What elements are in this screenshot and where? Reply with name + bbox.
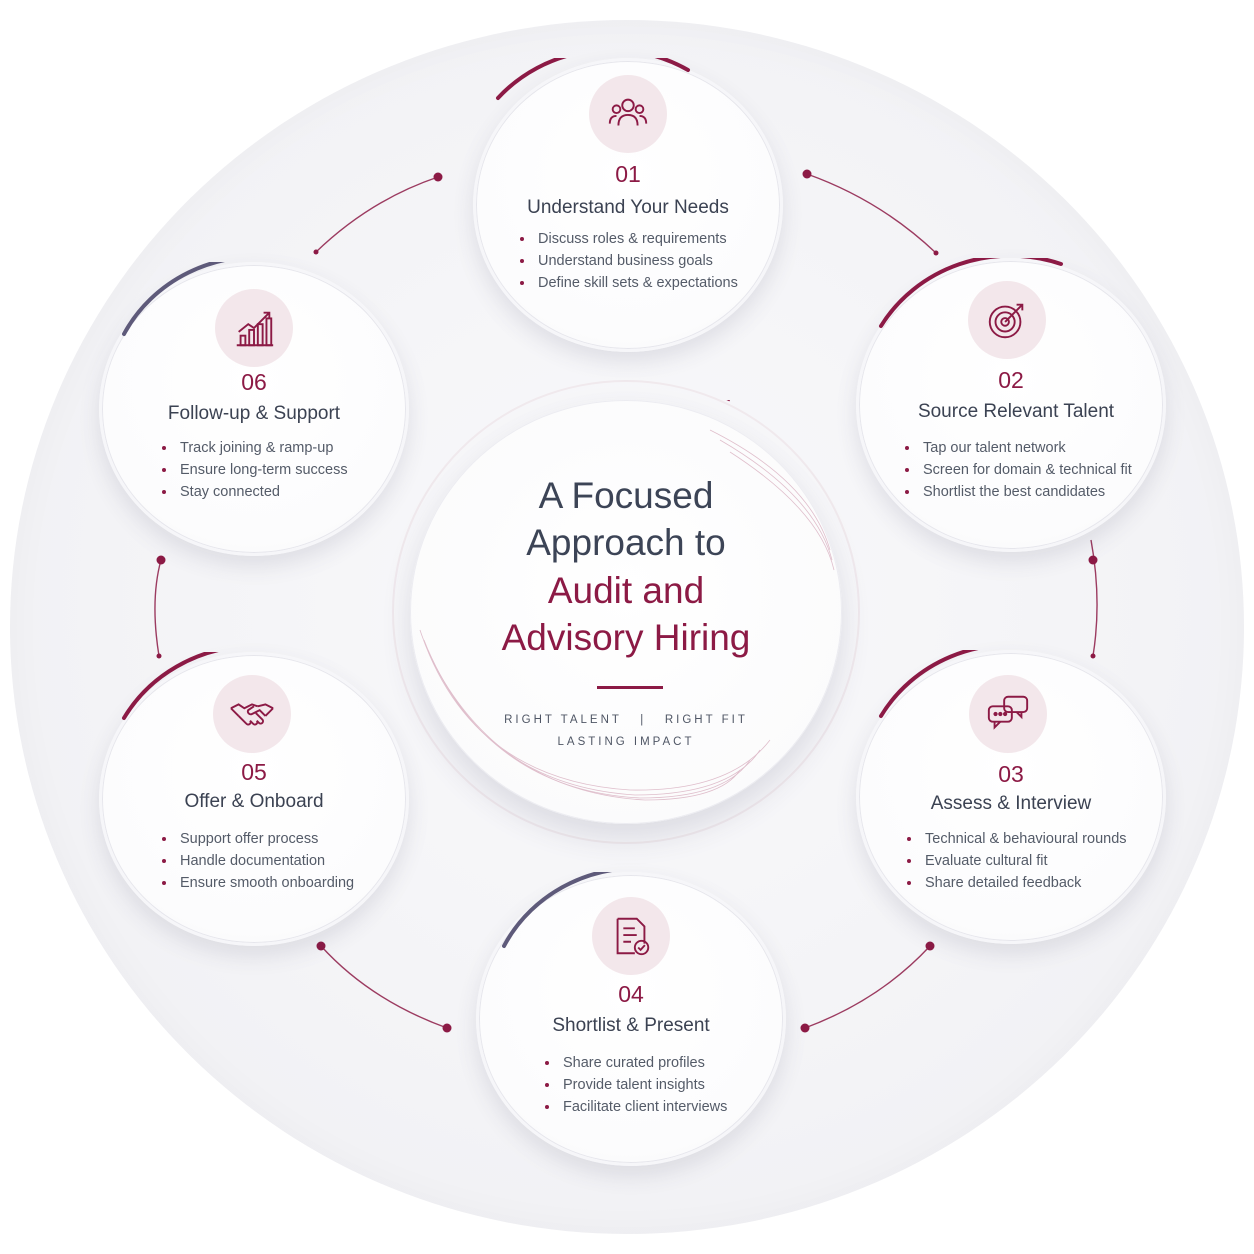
- step-accent-arc: [879, 258, 1063, 328]
- list-item: Evaluate cultural fit: [907, 850, 1127, 872]
- connector-dot: [442, 1023, 452, 1033]
- step-accent-arc: [122, 652, 220, 720]
- step-title: Source Relevant Talent: [917, 401, 1115, 422]
- list-item: Track joining & ramp-up: [162, 437, 348, 459]
- document-check-icon: [592, 897, 670, 975]
- center-tagline-2: LASTING IMPACT: [557, 736, 695, 748]
- step-bullet-list: Discuss roles & requirements Understand …: [520, 228, 738, 294]
- list-item: Support offer process: [162, 828, 354, 850]
- center-title-line-2: Approach to: [526, 522, 726, 563]
- center-outer-ring: [392, 380, 860, 844]
- connector-05-06: [154, 559, 162, 657]
- list-item: Discuss roles & requirements: [520, 228, 738, 250]
- center-hub: [410, 400, 842, 824]
- step-06-card: 06 Follow-up & Support Track joining & r…: [99, 262, 409, 556]
- step-title: Follow-up & Support: [167, 403, 341, 424]
- list-item: Share curated profiles: [545, 1052, 727, 1074]
- connector-dot: [156, 555, 166, 565]
- list-item: Provide talent insights: [545, 1074, 727, 1096]
- list-item: Stay connected: [162, 481, 348, 503]
- center-title-line-3: Audit and: [547, 570, 705, 611]
- connector-dot: [800, 1023, 810, 1033]
- connector-06-01: [315, 176, 439, 253]
- center-divider: [597, 686, 663, 689]
- connector-dot: [802, 169, 812, 179]
- step-accent-arc: [496, 58, 690, 100]
- step-bullet-list: Support offer process Handle documentati…: [162, 828, 354, 894]
- connector-dot: [1090, 653, 1096, 659]
- step-number: 01: [615, 161, 641, 187]
- chat-bubbles-icon: [969, 675, 1047, 753]
- list-item: Ensure smooth onboarding: [162, 872, 354, 894]
- step-01-card: 01 Understand Your Needs Discuss roles &…: [473, 58, 783, 352]
- growth-chart-icon: [215, 289, 293, 367]
- step-number: 03: [998, 761, 1024, 787]
- handshake-icon: [213, 675, 291, 753]
- list-item: Screen for domain & technical fit: [905, 459, 1132, 481]
- step-accent-arc: [122, 262, 226, 336]
- connector-dot: [925, 941, 935, 951]
- step-04-card: 04 Shortlist & Present Share curated pro…: [476, 872, 786, 1166]
- step-title: Understand Your Needs: [527, 197, 729, 218]
- list-item: Share detailed feedback: [907, 872, 1127, 894]
- step-accent-arc: [502, 872, 664, 948]
- step-number: 05: [241, 759, 267, 785]
- list-item: Define skill sets & expectations: [520, 272, 738, 294]
- step-title: Offer & Onboard: [184, 791, 324, 812]
- step-02-card: 02 Source Relevant Talent Tap our talent…: [856, 258, 1166, 552]
- center-title-line-1: A Focused: [538, 475, 714, 516]
- list-item: Shortlist the best candidates: [905, 481, 1132, 503]
- step-05-card: 05 Offer & Onboard Support offer process…: [99, 652, 409, 946]
- connector-dot: [316, 941, 326, 951]
- connector-dot: [433, 172, 443, 182]
- target-icon: [968, 281, 1046, 359]
- step-accent-arc: [879, 650, 1044, 718]
- connector-04-05: [320, 945, 448, 1029]
- connector-dot: [1088, 555, 1098, 565]
- step-number: 04: [618, 981, 644, 1007]
- step-03-card: 03 Assess & Interview Technical & behavi…: [856, 650, 1166, 944]
- center-tagline-1: RIGHT TALENT | RIGHT FIT: [504, 714, 748, 726]
- step-number: 06: [241, 369, 267, 395]
- step-number: 02: [998, 367, 1024, 393]
- step-title: Shortlist & Present: [552, 1015, 710, 1036]
- list-item: Facilitate client interviews: [545, 1096, 727, 1118]
- connector-dot: [156, 653, 162, 659]
- connector-02-03: [1090, 539, 1098, 657]
- list-item: Tap our talent network: [905, 437, 1132, 459]
- people-icon: [589, 75, 667, 153]
- connector-dot: [933, 250, 939, 256]
- decorative-waves: [419, 400, 835, 801]
- step-title: Assess & Interview: [930, 793, 1092, 814]
- connector-dot: [313, 249, 319, 255]
- center-title-line-4: Advisory Hiring: [501, 617, 751, 658]
- list-item: Understand business goals: [520, 250, 738, 272]
- step-bullet-list: Track joining & ramp-up Ensure long-term…: [162, 437, 348, 503]
- step-bullet-list: Tap our talent network Screen for domain…: [905, 437, 1132, 503]
- connector-01-02: [806, 173, 937, 254]
- step-bullet-list: Share curated profiles Provide talent in…: [545, 1052, 727, 1118]
- list-item: Handle documentation: [162, 850, 354, 872]
- step-bullet-list: Technical & behavioural rounds Evaluate …: [907, 828, 1127, 894]
- list-item: Technical & behavioural rounds: [907, 828, 1127, 850]
- connector-03-04: [804, 945, 931, 1029]
- list-item: Ensure long-term success: [162, 459, 348, 481]
